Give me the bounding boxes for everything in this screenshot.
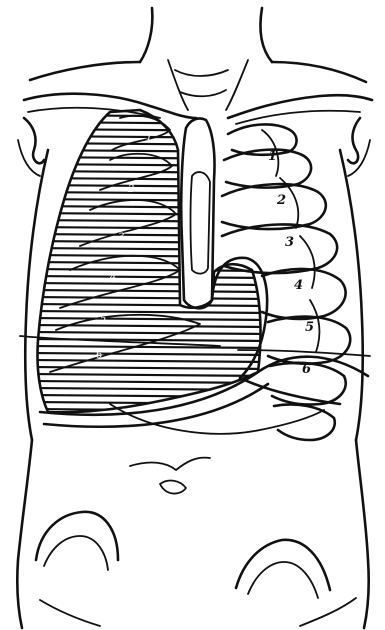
rib-number-2: 2 bbox=[276, 193, 286, 208]
rib-number-6: 6 bbox=[302, 362, 311, 377]
hatch-line bbox=[30, 332, 270, 334]
right-rib-number-5: 5 bbox=[100, 314, 106, 325]
hatch-line bbox=[30, 388, 270, 390]
rib-number-5: 5 bbox=[305, 320, 314, 335]
hatch-line bbox=[30, 227, 270, 229]
hatch-line bbox=[30, 374, 270, 376]
hatch-line bbox=[30, 143, 270, 145]
hatch-line bbox=[30, 311, 270, 313]
hatch-line bbox=[30, 276, 270, 278]
hatch-line bbox=[30, 248, 270, 250]
hatch-line bbox=[30, 318, 270, 320]
hatch-line bbox=[30, 290, 270, 292]
hatch-line bbox=[30, 220, 270, 222]
chest-wall bbox=[25, 150, 363, 440]
right-rib-number-4: 4 bbox=[109, 272, 116, 283]
rib-number-1: 1 bbox=[268, 149, 277, 164]
hatch-line bbox=[30, 213, 270, 215]
hatch-line bbox=[30, 346, 270, 348]
right-rib-number-1: 1 bbox=[146, 132, 152, 143]
hatch-line bbox=[30, 360, 270, 362]
hatch-line bbox=[30, 122, 270, 124]
neck-outline bbox=[140, 8, 272, 110]
hatch-line bbox=[30, 206, 270, 208]
hatch-line bbox=[30, 234, 270, 236]
hatch-line bbox=[30, 178, 270, 180]
diaphragm-lines bbox=[20, 336, 370, 434]
hatch-line bbox=[30, 297, 270, 299]
hatch-line bbox=[30, 416, 270, 418]
right-rib-number-6: 6 bbox=[96, 350, 103, 361]
right-rib-number-3: 3 bbox=[118, 232, 124, 243]
hatch-line bbox=[30, 353, 270, 355]
hatch-line bbox=[30, 171, 270, 173]
hatch-line bbox=[30, 395, 270, 397]
right-rib-number-2: 2 bbox=[127, 184, 134, 195]
abdomen-outline bbox=[17, 440, 369, 628]
hatch-line bbox=[30, 241, 270, 243]
hatch-line bbox=[30, 164, 270, 166]
rib-number-3: 3 bbox=[285, 235, 294, 250]
mediastinum-window bbox=[191, 172, 211, 274]
rib-number-4: 4 bbox=[294, 278, 303, 293]
